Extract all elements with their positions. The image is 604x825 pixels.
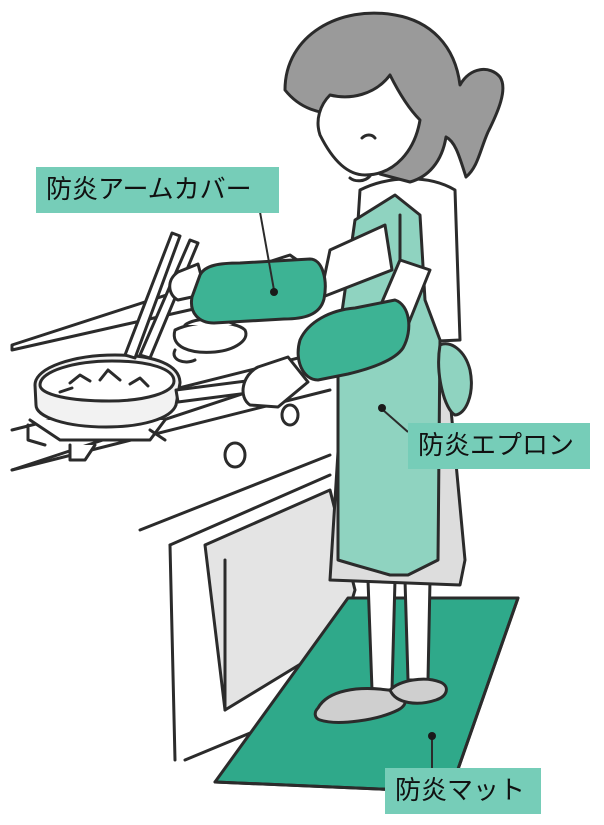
fireproof-arm-cover-back: [191, 259, 325, 323]
mat-marker-dot: [428, 732, 436, 740]
stove-knob: [225, 443, 245, 467]
frying-pan: [35, 355, 272, 427]
apron-label: 防炎エプロン: [408, 423, 590, 469]
person-head: [285, 13, 503, 182]
slipper-right: [390, 679, 446, 703]
arm-cover-label: 防炎アームカバー: [36, 167, 279, 213]
apron-marker-dot: [378, 404, 386, 412]
arm-cover-marker-dot: [270, 288, 278, 296]
stove-knob: [282, 405, 298, 425]
mat-label: 防炎マット: [385, 768, 541, 814]
